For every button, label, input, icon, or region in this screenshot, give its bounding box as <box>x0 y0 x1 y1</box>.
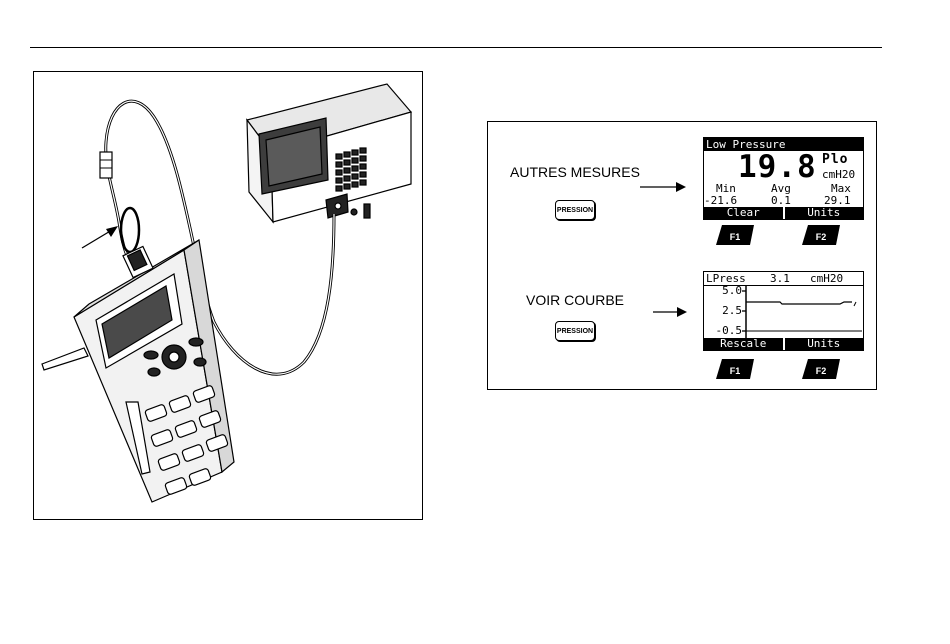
softkey-rescale: Rescale <box>704 338 783 350</box>
lcd-softkey-bar: Clear Units <box>704 207 863 219</box>
curve-title-value: 3.1 <box>770 272 810 285</box>
pressure-value: 19.8 <box>738 150 817 184</box>
curve-title-unit: cmH20 <box>810 272 843 285</box>
y-tick-bottom: -0.5 <box>708 325 742 337</box>
f2-button-2[interactable]: F2 <box>802 359 840 379</box>
y-tick-top: 5.0 <box>708 285 742 297</box>
monitor-device-icon <box>247 84 411 222</box>
f1-button-2[interactable]: F1 <box>716 359 754 379</box>
handheld-meter-icon <box>42 240 234 502</box>
softkey-units-2: Units <box>783 338 864 350</box>
f2-label-2: F2 <box>802 359 840 379</box>
softkey-units: Units <box>783 207 864 219</box>
connection-drawing <box>34 72 424 521</box>
pointer-arrow-icon <box>82 226 118 248</box>
lcd-softkey-bar-2: Rescale Units <box>704 338 863 350</box>
lcd-low-pressure: Low Pressure 19.8 Plo cmH20 Min Avg Max … <box>703 137 864 220</box>
f1-button[interactable]: F1 <box>716 225 754 245</box>
display-sequence-panel: AUTRES MESURES PRESSION Low Pressure 19.… <box>487 121 877 390</box>
softkey-clear: Clear <box>704 207 783 219</box>
f1-label: F1 <box>716 225 754 245</box>
pressure-curve-plot <box>740 286 862 338</box>
f1-label-2: F1 <box>716 359 754 379</box>
voir-courbe-label: VOIR COURBE <box>526 292 624 308</box>
f2-label: F2 <box>802 225 840 245</box>
arrow-right-icon <box>638 180 688 194</box>
connection-illustration <box>33 71 423 520</box>
f2-button[interactable]: F2 <box>802 225 840 245</box>
pression-button-2[interactable]: PRESSION <box>555 321 595 341</box>
arrow-right-icon <box>651 305 689 319</box>
autres-mesures-label: AUTRES MESURES <box>510 164 640 180</box>
unit-cmh20: cmH20 <box>822 169 855 181</box>
pression-button[interactable]: PRESSION <box>555 200 595 220</box>
page-header-rule <box>30 47 882 48</box>
unit-plo: Plo <box>822 153 848 167</box>
stat-value-avg: 0.1 <box>771 195 791 207</box>
lcd-pressure-curve: LPress 3.1 cmH20 5.0 2.5 -0.5 Rescale Un… <box>703 271 864 351</box>
y-tick-mid: 2.5 <box>708 305 742 317</box>
